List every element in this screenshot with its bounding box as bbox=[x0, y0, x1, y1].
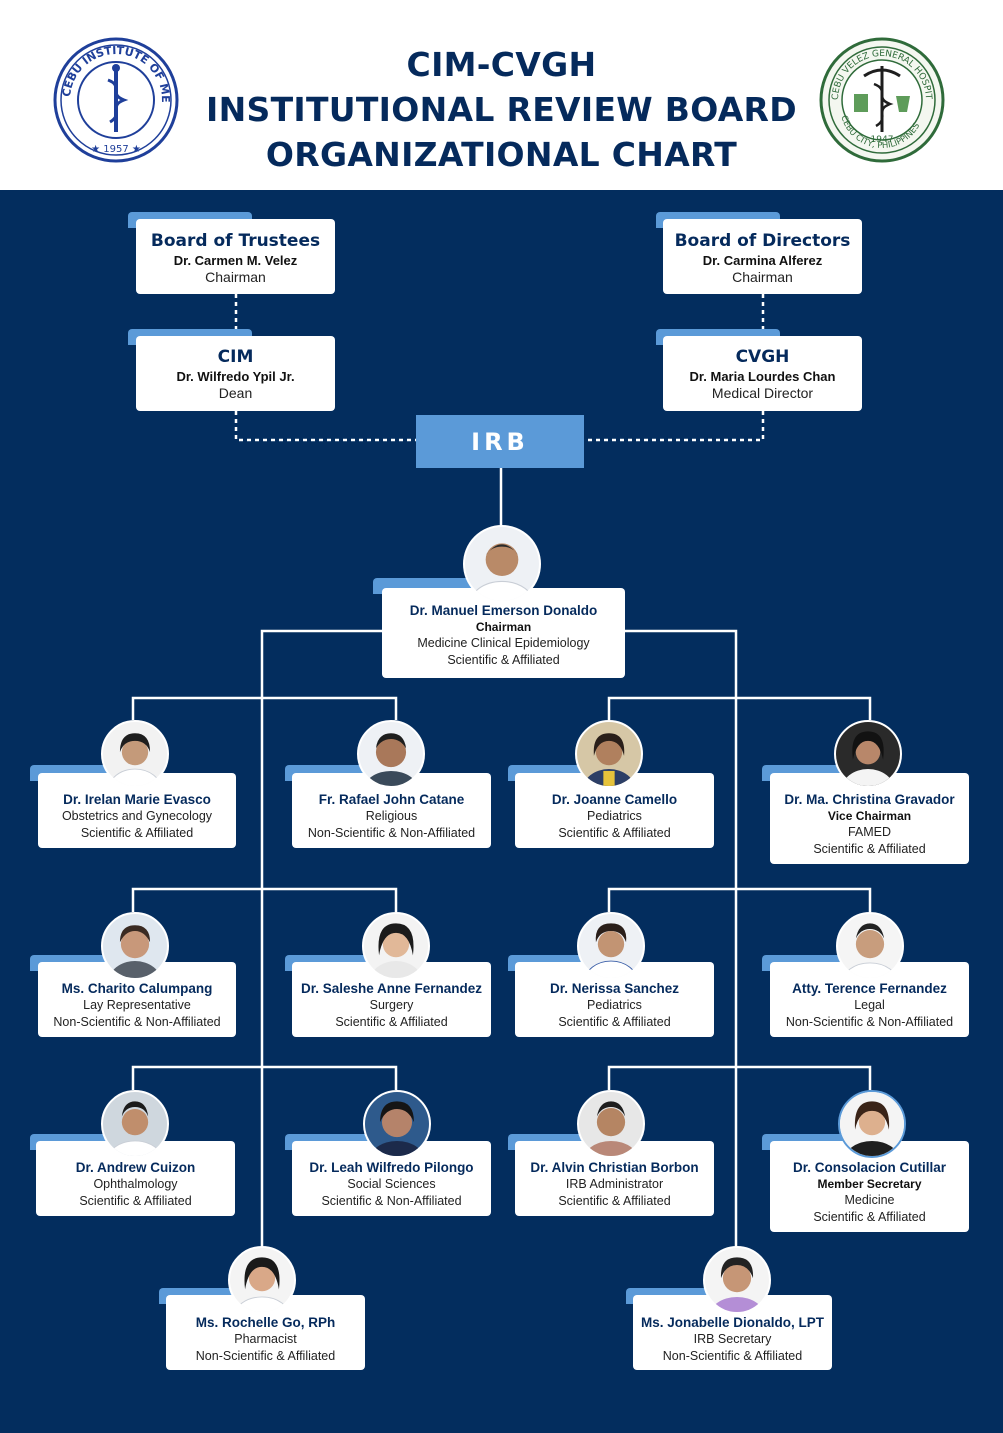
member-department: IRB Administrator bbox=[565, 1177, 664, 1191]
member-card-go: Ms. Rochelle Go, RPh Pharmacist Non-Scie… bbox=[166, 1295, 365, 1370]
member-card-chairman: Dr. Manuel Emerson Donaldo Chairman Medi… bbox=[382, 588, 625, 678]
member-name: Dr. Leah Wilfredo Pilongo bbox=[309, 1160, 474, 1175]
member-classification: Scientific & Affiliated bbox=[335, 1014, 448, 1029]
member-name: Ms. Rochelle Go, RPh bbox=[195, 1315, 336, 1330]
member-photo-avatar bbox=[101, 720, 169, 788]
member-photo-avatar bbox=[836, 912, 904, 980]
member-classification: Non-Scientific & Affiliated bbox=[662, 1348, 803, 1363]
member-department: IRB Secretary bbox=[693, 1332, 772, 1346]
page-title: CIM-CVGH INSTITUTIONAL REVIEW BOARD ORGA… bbox=[170, 42, 833, 177]
member-position: Vice Chairman bbox=[827, 809, 912, 823]
member-department: Pharmacist bbox=[234, 1332, 297, 1346]
member-classification: Scientific & Affiliated bbox=[558, 825, 671, 840]
member-classification: Non-Scientific & Non-Affiliated bbox=[307, 825, 476, 840]
member-department: Pediatrics bbox=[587, 809, 642, 823]
org-name: Board of Trustees bbox=[150, 231, 321, 251]
member-photo-avatar bbox=[363, 1090, 431, 1158]
member-name: Dr. Nerissa Sanchez bbox=[549, 981, 680, 996]
cvgh-box: CVGH Dr. Maria Lourdes Chan Medical Dire… bbox=[663, 336, 862, 411]
member-classification: Scientific & Affiliated bbox=[79, 1193, 192, 1208]
member-department: Religious bbox=[365, 809, 418, 823]
cim-box: CIM Dr. Wilfredo Ypil Jr. Dean bbox=[136, 336, 335, 411]
header: CEBU INSTITUTE OF MEDICINE ★ 1957 ★ CIM-… bbox=[0, 0, 1003, 190]
member-department: Medicine bbox=[844, 1193, 895, 1207]
member-name: Atty. Terence Fernandez bbox=[792, 981, 947, 996]
member-department: Obstetrics and Gynecology bbox=[61, 809, 213, 823]
member-card-gravador: Dr. Ma. Christina Gravador Vice Chairman… bbox=[770, 773, 969, 864]
member-department: Lay Representative bbox=[83, 998, 191, 1012]
member-classification: Scientific & Affiliated bbox=[558, 1193, 671, 1208]
member-department: Legal bbox=[854, 998, 885, 1012]
member-classification: Scientific & Affiliated bbox=[813, 841, 926, 856]
member-name: Dr. Consolacion Cutillar bbox=[792, 1160, 947, 1175]
member-department: Social Sciences bbox=[347, 1177, 436, 1191]
member-photo-avatar bbox=[357, 720, 425, 788]
member-photo-avatar bbox=[834, 720, 902, 788]
member-department: Surgery bbox=[369, 998, 414, 1012]
irb-box: IRB bbox=[416, 415, 584, 468]
cim-seal-logo: CEBU INSTITUTE OF MEDICINE ★ 1957 ★ bbox=[52, 36, 180, 164]
member-name: Dr. Joanne Camello bbox=[551, 792, 678, 807]
member-photo-avatar bbox=[703, 1246, 771, 1314]
person-role: Chairman bbox=[205, 269, 266, 285]
member-card-calumpang: Ms. Charito Calumpang Lay Representative… bbox=[38, 962, 236, 1037]
member-classification: Scientific & Affiliated bbox=[80, 825, 194, 840]
member-position: Chairman bbox=[475, 620, 532, 634]
member-department: Pediatrics bbox=[587, 998, 642, 1012]
board-of-directors-box: Board of Directors Dr. Carmina Alferez C… bbox=[663, 219, 862, 294]
member-name: Dr. Ma. Christina Gravador bbox=[784, 792, 955, 807]
person-role: Chairman bbox=[732, 269, 793, 285]
person-role: Dean bbox=[218, 385, 253, 401]
member-photo-avatar bbox=[838, 1090, 906, 1158]
title-line-1: CIM-CVGH bbox=[406, 45, 597, 84]
member-classification: Scientific & Affiliated bbox=[813, 1209, 926, 1224]
member-name: Dr. Manuel Emerson Donaldo bbox=[409, 603, 598, 618]
member-name: Ms. Charito Calumpang bbox=[61, 981, 213, 996]
member-photo-avatar bbox=[362, 912, 430, 980]
member-classification: Scientific & Affiliated bbox=[558, 1014, 671, 1029]
member-position: Member Secretary bbox=[817, 1177, 922, 1191]
member-classification: Non-Scientific & Affiliated bbox=[195, 1348, 336, 1363]
member-classification: Scientific & Non-Affiliated bbox=[321, 1193, 462, 1208]
member-department: Medicine Clinical Epidemiology bbox=[417, 636, 590, 650]
member-department: FAMED bbox=[847, 825, 892, 839]
title-line-3: ORGANIZATIONAL CHART bbox=[265, 135, 738, 174]
member-photo-avatar bbox=[577, 1090, 645, 1158]
title-line-2: INSTITUTIONAL REVIEW BOARD bbox=[206, 90, 797, 129]
org-name: Board of Directors bbox=[674, 231, 851, 251]
person-role: Medical Director bbox=[711, 385, 814, 401]
person-name: Dr. Maria Lourdes Chan bbox=[689, 369, 836, 384]
member-name: Fr. Rafael John Catane bbox=[318, 792, 465, 807]
svg-text:1947: 1947 bbox=[871, 135, 894, 145]
member-classification: Non-Scientific & Non-Affiliated bbox=[785, 1014, 954, 1029]
member-name: Dr. Saleshe Anne Fernandez bbox=[300, 981, 483, 996]
person-name: Dr. Wilfredo Ypil Jr. bbox=[176, 369, 295, 384]
member-department: Ophthalmology bbox=[93, 1177, 178, 1191]
board-of-trustees-box: Board of Trustees Dr. Carmen M. Velez Ch… bbox=[136, 219, 335, 294]
person-name: Dr. Carmen M. Velez bbox=[173, 253, 298, 268]
member-photo-avatar bbox=[575, 720, 643, 788]
member-photo-avatar bbox=[101, 1090, 169, 1158]
member-photo-avatar bbox=[101, 912, 169, 980]
svg-text:★ 1957 ★: ★ 1957 ★ bbox=[91, 144, 141, 155]
org-name: CIM bbox=[217, 347, 254, 367]
member-photo-avatar bbox=[463, 525, 541, 603]
person-name: Dr. Carmina Alferez bbox=[702, 253, 823, 268]
member-name: Dr. Andrew Cuizon bbox=[75, 1160, 196, 1175]
cvgh-seal-logo: CEBU VELEZ GENERAL HOSPITAL CEBU CITY, P… bbox=[818, 36, 946, 164]
footer-divider bbox=[28, 1401, 969, 1404]
member-name: Ms. Jonabelle Dionaldo, LPT bbox=[640, 1315, 825, 1330]
member-photo-avatar bbox=[228, 1246, 296, 1314]
org-name: CVGH bbox=[735, 347, 790, 367]
member-name: Dr. Alvin Christian Borbon bbox=[530, 1160, 699, 1175]
member-classification: Non-Scientific & Non-Affiliated bbox=[53, 1014, 221, 1029]
member-name: Dr. Irelan Marie Evasco bbox=[63, 792, 211, 807]
member-classification: Scientific & Affiliated bbox=[447, 652, 560, 667]
member-photo-avatar bbox=[577, 912, 645, 980]
